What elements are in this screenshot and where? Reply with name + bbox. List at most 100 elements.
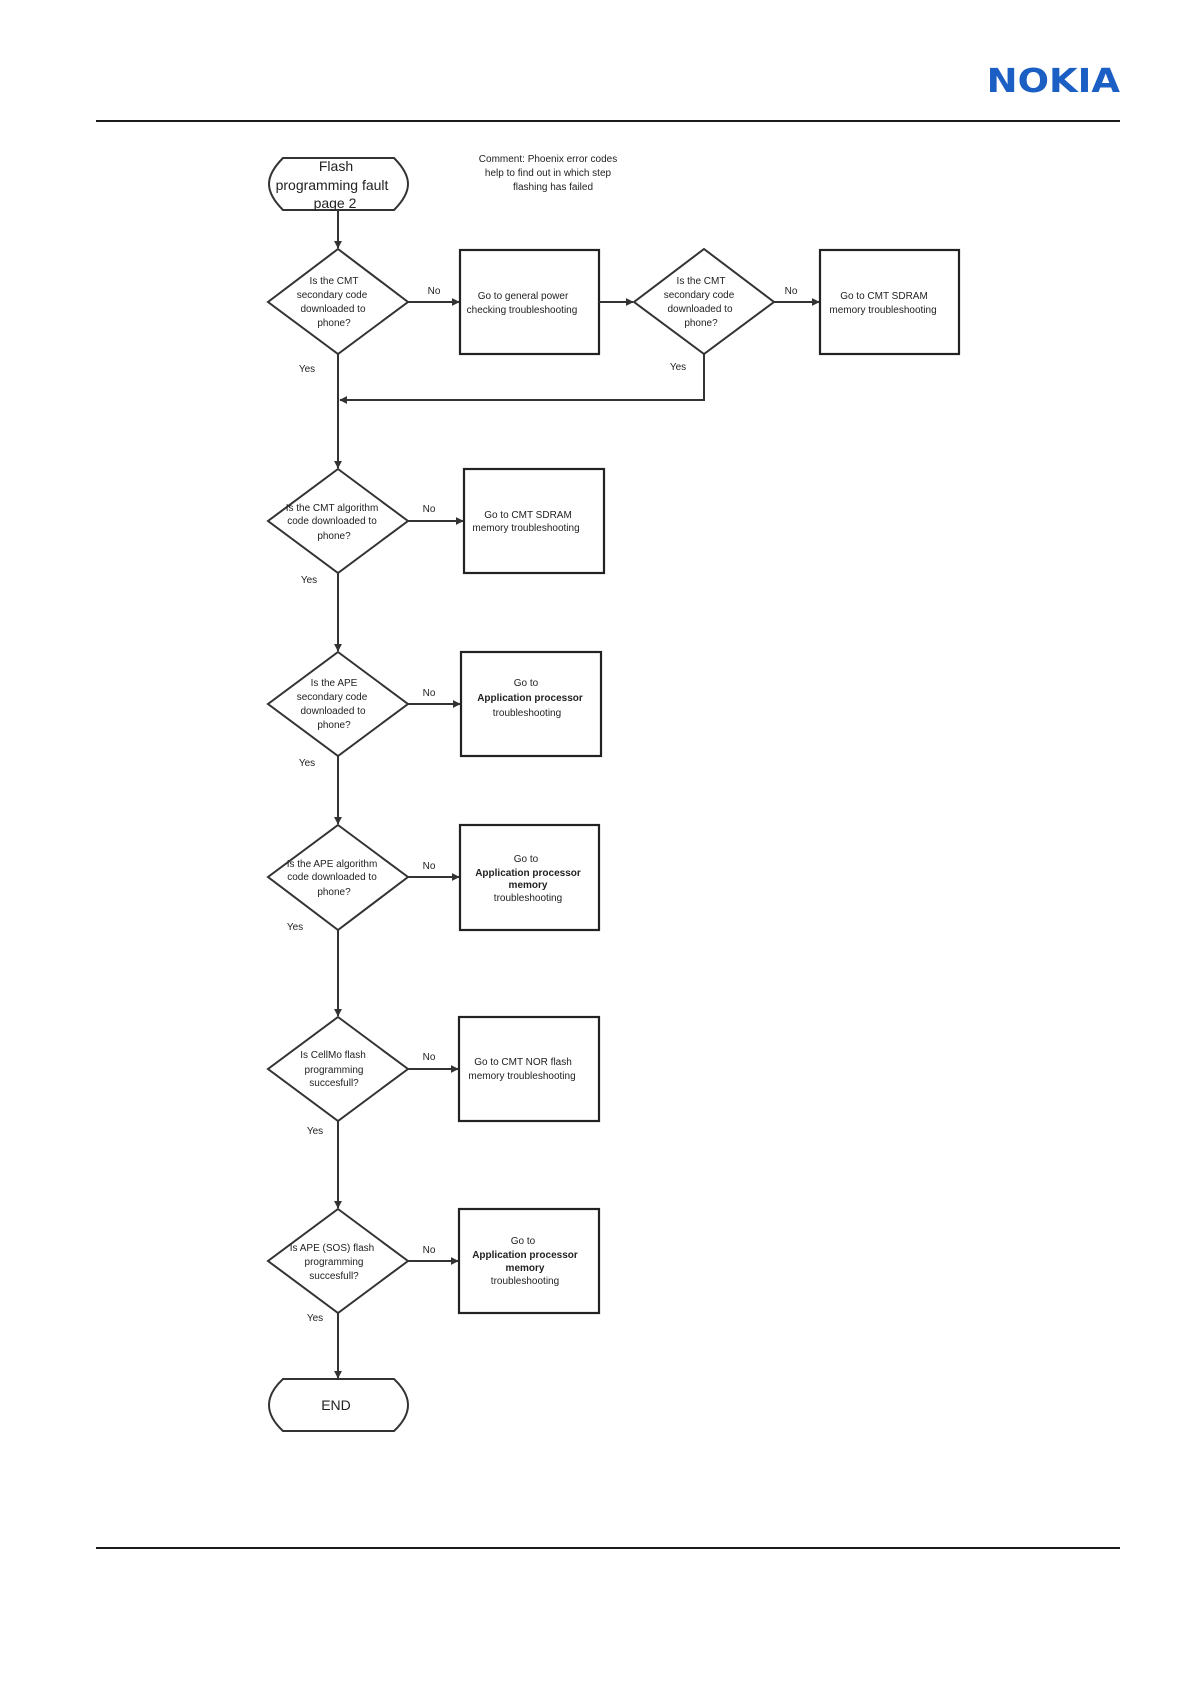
decision-label: phone? <box>684 318 718 329</box>
action-label: Go to <box>514 854 539 865</box>
end-label: END <box>321 1397 351 1413</box>
decision-label: phone? <box>317 531 351 542</box>
decision-shape <box>632 247 776 356</box>
action-label: Go to CMT NOR flash <box>474 1057 572 1068</box>
action-label: troubleshooting <box>494 893 562 904</box>
decision-label: downloaded to <box>300 304 365 315</box>
end-terminator: END <box>267 1378 410 1432</box>
decision-label: secondary code <box>297 692 368 703</box>
no-label: No <box>428 286 441 297</box>
action-label: Go to <box>511 1236 536 1247</box>
action-box <box>457 1207 601 1315</box>
action-label: memory troubleshooting <box>829 305 936 316</box>
decision-label: Is the CMT algorithm <box>286 503 379 514</box>
decision-2: Is the CMT secondary code downloaded to … <box>632 247 776 356</box>
decision-label: phone? <box>317 318 351 329</box>
action-label: Application processor <box>475 868 581 879</box>
decision-label: Is the CMT <box>310 276 359 287</box>
comment-line: help to find out in which step <box>485 168 612 179</box>
action-label: memory troubleshooting <box>468 1071 575 1082</box>
start-label: programming fault <box>276 177 389 193</box>
action-label: Application processor <box>477 693 583 704</box>
action-cmt-sdram-1: Go to CMT SDRAM memory troubleshooting <box>818 248 961 356</box>
decision-label: Is CellMo flash <box>300 1050 366 1061</box>
decision-label: phone? <box>317 720 351 731</box>
action-box <box>457 1015 601 1123</box>
decision-6: Is CellMo flash programming succesfull? <box>266 1015 410 1123</box>
action-label: troubleshooting <box>491 1276 559 1287</box>
action-label: Go to CMT SDRAM <box>840 291 928 302</box>
action-label: checking troubleshooting <box>467 305 578 316</box>
action-box <box>818 248 961 356</box>
action-box <box>462 467 606 575</box>
decision-label: phone? <box>317 887 351 898</box>
decision-label: Is APE (SOS) flash <box>290 1243 374 1254</box>
nokia-logo: NOKIA <box>986 61 1120 100</box>
action-app-processor-memory-1: Go to Application processor memory troub… <box>458 823 601 932</box>
comment-note: Comment: Phoenix error codes help to fin… <box>479 154 617 193</box>
action-app-processor-memory-2: Go to Application processor memory troub… <box>457 1207 601 1315</box>
decision-label: Is the APE algorithm <box>287 859 378 870</box>
action-cmt-nor-flash: Go to CMT NOR flash memory troubleshooti… <box>457 1015 601 1123</box>
decision-label: succesfull? <box>309 1271 359 1282</box>
decision-label: secondary code <box>297 290 368 301</box>
yes-label: Yes <box>301 575 317 586</box>
action-power-troubleshooting: Go to general power checking troubleshoo… <box>458 248 601 356</box>
decision-shape <box>266 247 410 356</box>
action-box <box>459 650 603 758</box>
action-label: Go to general power <box>478 291 569 302</box>
decision-4: Is the APE secondary code downloaded to … <box>266 650 410 758</box>
action-box <box>458 823 601 932</box>
no-label: No <box>423 504 436 515</box>
decision-label: downloaded to <box>300 706 365 717</box>
no-label: No <box>423 861 436 872</box>
no-label: No <box>423 688 436 699</box>
action-label: memory troubleshooting <box>472 523 579 534</box>
action-label: Go to CMT SDRAM <box>484 510 572 521</box>
decision-label: succesfull? <box>309 1078 359 1089</box>
decision-3: Is the CMT algorithm code downloaded to … <box>266 467 410 575</box>
comment-line: flashing has failed <box>513 182 593 193</box>
no-label: No <box>785 286 798 297</box>
yes-label: Yes <box>299 758 315 769</box>
branch-labels: No Yes No Yes No Yes No Yes No Yes No Ye… <box>287 286 798 1324</box>
header-rule <box>96 120 1120 122</box>
start-label: Flash <box>319 158 353 174</box>
end-shape <box>267 1378 410 1432</box>
connector-d2-yes-return <box>339 354 705 404</box>
action-label: troubleshooting <box>493 708 561 719</box>
decision-5: Is the APE algorithm code downloaded to … <box>266 823 410 932</box>
yes-label: Yes <box>307 1313 323 1324</box>
decision-label: Is the APE <box>311 678 358 689</box>
decision-7: Is APE (SOS) flash programming succesful… <box>266 1207 410 1315</box>
yes-label: Yes <box>287 922 303 933</box>
footer-rule <box>96 1547 1120 1549</box>
action-label: memory <box>509 880 548 891</box>
no-label: No <box>423 1245 436 1256</box>
decision-label: programming <box>305 1065 364 1076</box>
comment-line: Comment: Phoenix error codes <box>479 154 617 165</box>
decision-label: downloaded to <box>667 304 732 315</box>
start-shape <box>267 157 410 211</box>
no-label: No <box>423 1052 436 1063</box>
decision-label: code downloaded to <box>287 872 377 883</box>
decision-label: Is the CMT <box>677 276 726 287</box>
decision-label: code downloaded to <box>287 516 377 527</box>
action-label: memory <box>506 1263 545 1274</box>
start-label: page 2 <box>314 195 357 211</box>
decision-1: Is the CMT secondary code downloaded to … <box>266 247 410 356</box>
start-terminator: Flash programming fault page 2 <box>267 157 410 211</box>
action-label: Go to <box>514 678 539 689</box>
action-box <box>458 248 601 356</box>
yes-label: Yes <box>307 1126 323 1137</box>
decision-shape <box>266 650 410 758</box>
yes-label: Yes <box>299 364 315 375</box>
action-app-processor: Go to Application processor troubleshoot… <box>459 650 603 758</box>
action-cmt-sdram-2: Go to CMT SDRAM memory troubleshooting <box>462 467 606 575</box>
connectors <box>334 210 820 1379</box>
action-label: Application processor <box>472 1250 578 1261</box>
decision-label: programming <box>305 1257 364 1268</box>
decision-label: secondary code <box>664 290 735 301</box>
